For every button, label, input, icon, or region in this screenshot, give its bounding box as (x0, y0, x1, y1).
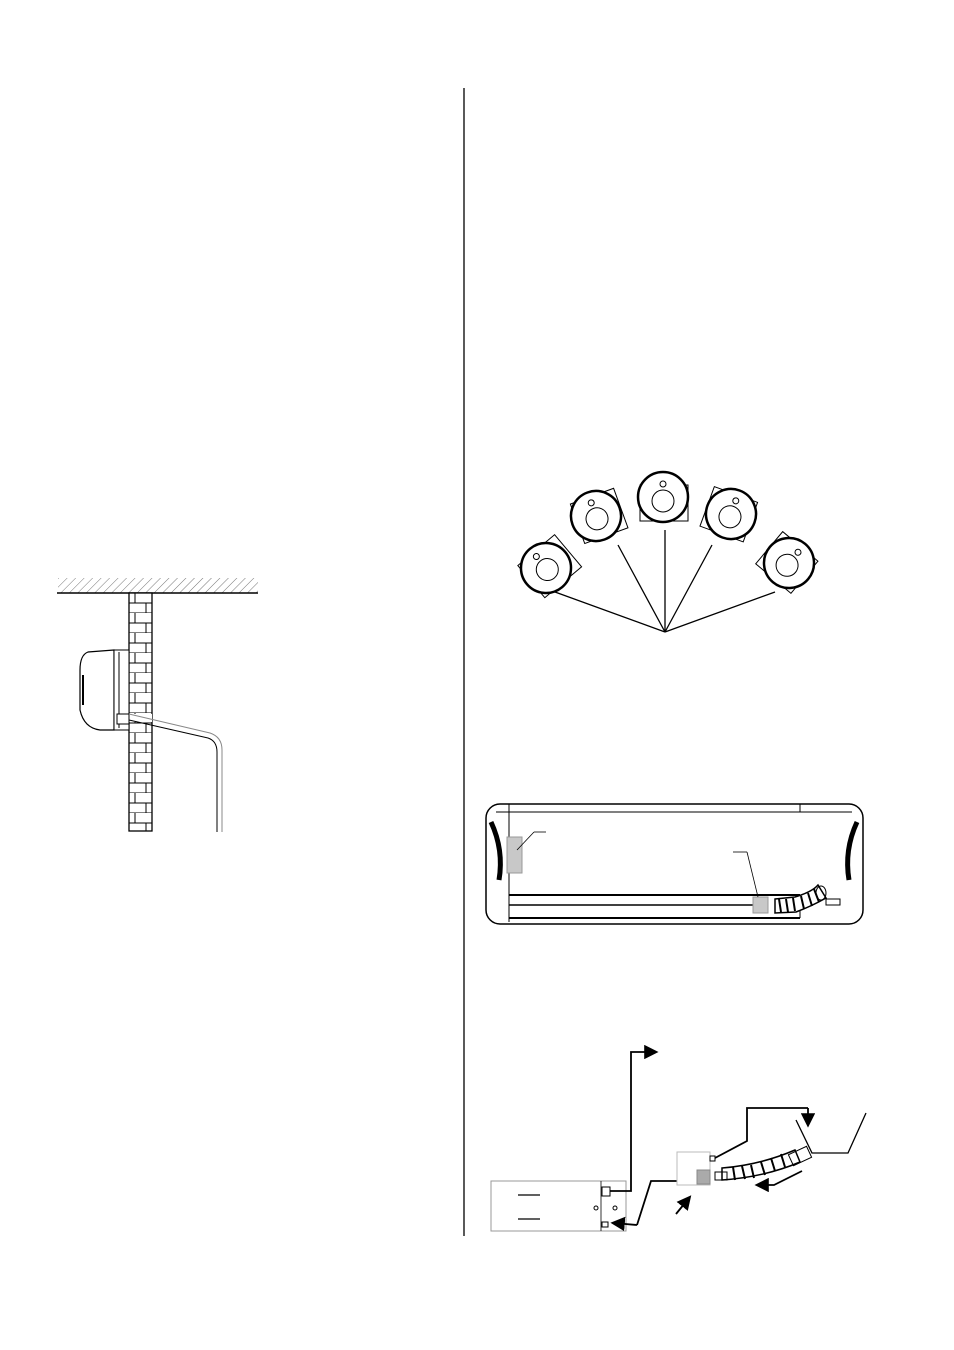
rating-label (506, 836, 523, 874)
air-swing-angles-figure (517, 470, 819, 633)
louver-position-5 (755, 530, 819, 595)
louver-position-2 (569, 487, 629, 545)
indoor-unit-rear-view-figure (485, 803, 864, 925)
drain-pan (490, 1180, 627, 1232)
wall-mount-side-view-figure (57, 578, 258, 832)
brick-wall (128, 592, 153, 832)
louver-position-4 (699, 486, 759, 543)
refrigerant-pipe (128, 713, 223, 832)
indoor-unit-side (79, 649, 115, 731)
hose-connector (676, 1151, 711, 1186)
drain-connection-figure (490, 1044, 867, 1232)
louver-position-1 (517, 533, 583, 599)
drain-outlet-label (752, 896, 769, 914)
louver-position-3 (636, 470, 690, 524)
